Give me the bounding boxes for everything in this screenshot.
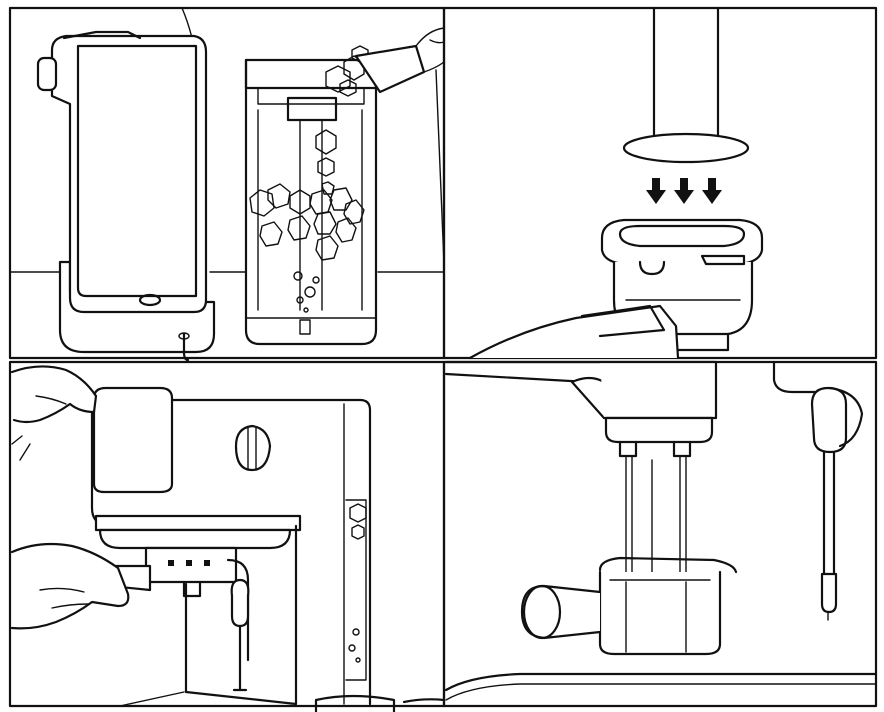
steam-wand-pipe: [226, 558, 250, 662]
basket-rim: [600, 218, 764, 266]
portafilter-basket: [468, 218, 764, 360]
cup-streams: [625, 581, 687, 653]
panel-brew-espresso: [442, 360, 878, 708]
cup-right: [402, 698, 446, 704]
drip-tray: [444, 672, 878, 692]
machine-body: [50, 34, 208, 314]
ice-cubes: [249, 129, 365, 261]
machine-top-edge: [94, 398, 372, 706]
cup-left: [314, 694, 396, 712]
filter-hole-2: [186, 560, 192, 566]
steam-knob: [234, 424, 272, 472]
ice-scoop: [354, 44, 426, 94]
motion-lines: [11, 435, 31, 461]
arrow-3-stem: [708, 178, 716, 192]
brewing-group: [444, 360, 718, 583]
cable-top: [181, 7, 193, 39]
group-body: [598, 360, 718, 420]
arrow-1-head: [646, 190, 666, 204]
water-tank: [244, 27, 445, 346]
front-panel: [76, 44, 198, 298]
tank-valve: [299, 319, 311, 335]
portafilter-spout: [182, 580, 202, 598]
group-head: [98, 528, 292, 550]
wand-knob-side: [828, 386, 864, 448]
tamper: [622, 6, 750, 164]
arrow-1-stem: [652, 178, 660, 192]
cord-socket: [178, 332, 190, 340]
cup-body: [598, 570, 722, 656]
coffee-streams: [625, 455, 687, 583]
basket-opening: [618, 224, 746, 248]
bottom-hand: [10, 542, 130, 630]
wand-knob: [810, 386, 848, 454]
handle-clip: [580, 304, 666, 338]
bottom-hand-fingers: [39, 587, 89, 609]
top-lip: [62, 30, 142, 40]
espresso-machine-front: [90, 386, 446, 712]
tamper-handle: [652, 6, 720, 142]
spout-left: [618, 440, 638, 458]
tank-lid: [244, 58, 378, 90]
tank-inner-walls: [257, 109, 363, 311]
wand-tube: [822, 450, 836, 576]
steam-wand: [772, 360, 864, 621]
cup-rim: [598, 556, 738, 574]
panel-tamp-coffee: [442, 6, 878, 360]
group-band: [94, 514, 302, 532]
group-bottom: [604, 416, 714, 444]
knob-grip: [247, 427, 257, 471]
tank-walls: [244, 58, 378, 346]
arrow-2-head: [674, 190, 694, 204]
side-knob: [36, 56, 58, 92]
tank-window: [345, 499, 367, 681]
steam-wand-tip: [232, 624, 248, 692]
filter-hole-3: [204, 560, 210, 566]
machine-foot: [119, 691, 185, 707]
basket-notch-left: [638, 260, 666, 276]
espresso-cup: [520, 556, 738, 656]
steam-wand-joint: [230, 578, 250, 628]
wand-pipe-top: [772, 360, 818, 394]
drip-tray-edge: [445, 683, 877, 701]
portafilter-handle: [468, 304, 680, 360]
machine-lower-body: [184, 524, 298, 706]
base-button: [138, 293, 162, 307]
top-hand: [10, 365, 98, 424]
coffee-machine-back-view: [36, 30, 216, 362]
spout-right: [672, 440, 692, 458]
tank-lip: [257, 87, 365, 105]
panel-insert-portafilter: [8, 360, 446, 712]
top-hand-crease: [35, 395, 67, 405]
press-down-arrows: [646, 178, 722, 204]
arrow-3-head: [702, 190, 722, 204]
panel-fill-water-tank: [8, 6, 446, 362]
filter-hole-1: [168, 560, 174, 566]
tank-ice: [348, 503, 367, 663]
wand-tip: [820, 572, 838, 614]
tamper-base: [622, 132, 750, 164]
water-bubbles: [293, 271, 320, 313]
control-block: [92, 386, 174, 494]
hand-line: [435, 69, 445, 265]
power-cord: [182, 332, 190, 362]
handle-end: [522, 584, 562, 640]
basket-tab: [700, 254, 746, 266]
inner-tube-top: [286, 96, 338, 122]
arrow-2-stem: [680, 178, 688, 192]
hands: [10, 365, 130, 630]
